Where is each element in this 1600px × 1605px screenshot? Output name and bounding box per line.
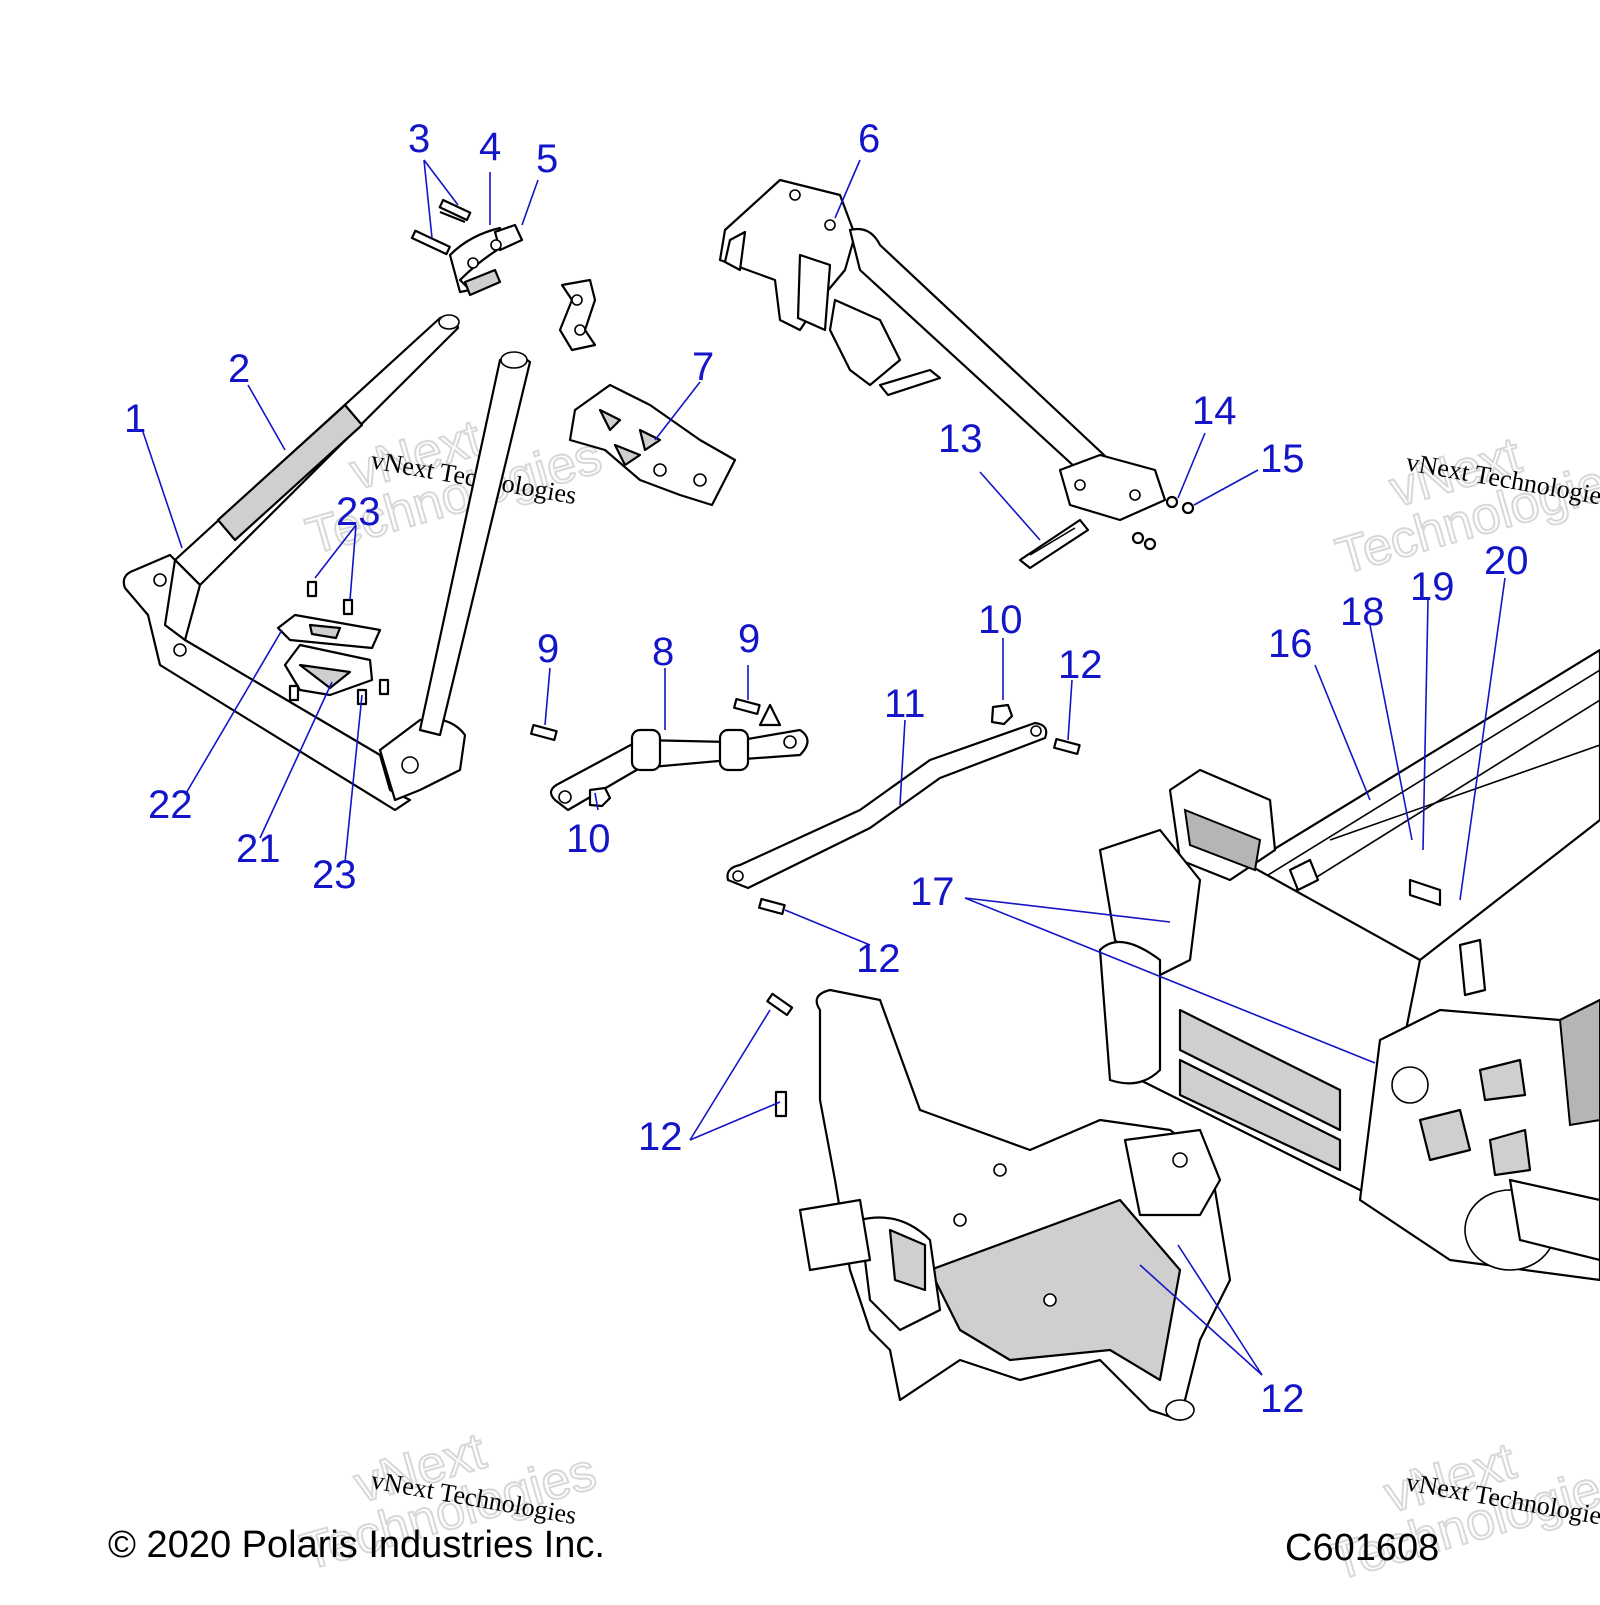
callout-18: 18: [1340, 590, 1385, 634]
callout-6: 6: [858, 117, 880, 161]
callout-10: 10: [978, 598, 1023, 642]
callout-4: 4: [479, 125, 501, 169]
callout-9: 9: [537, 627, 559, 671]
callout-21: 21: [236, 827, 281, 871]
callout-3: 3: [408, 117, 430, 161]
copyright-text: © 2020 Polaris Industries Inc.: [108, 1524, 605, 1566]
callout-11: 11: [884, 682, 926, 726]
callouts: 1 2 3 4 5 6 7 8 9 9 10 10 11 12 12 12 12…: [124, 117, 1529, 1421]
part-8-strut: [549, 703, 809, 812]
callout-12: 12: [856, 937, 901, 981]
callout-22: 22: [148, 783, 193, 827]
parts-10-nuts: [588, 703, 1014, 808]
parts-21-22-23: [276, 580, 390, 706]
callout-7: 7: [692, 345, 714, 389]
callout-19: 19: [1410, 565, 1455, 609]
parts-3-4-5-clamp: [410, 198, 597, 352]
leader-lines: [142, 159, 1506, 1376]
callout-10: 10: [566, 817, 611, 861]
callout-1: 1: [124, 397, 146, 441]
part-6-cross-tube: [718, 178, 1167, 522]
part-7-bracket: [568, 383, 737, 507]
part-13-plate: [1018, 518, 1090, 570]
callout-12: 12: [1058, 643, 1103, 687]
callout-5: 5: [536, 137, 558, 181]
callout-9: 9: [738, 617, 760, 661]
part-1-frame: [122, 553, 467, 812]
callout-14: 14: [1192, 389, 1237, 433]
parts-14-15-nuts: [1131, 495, 1195, 551]
callout-23: 23: [312, 853, 357, 897]
callout-2: 2: [228, 347, 250, 391]
parts-9-bolts: [530, 697, 761, 742]
callout-20: 20: [1484, 539, 1529, 583]
main-chassis: [798, 648, 1600, 1422]
callout-15: 15: [1260, 437, 1305, 481]
long-strut: [418, 351, 532, 737]
part-art: [122, 178, 1600, 1422]
diagram-id: C601608: [1285, 1527, 1439, 1569]
part-2-tube: [173, 314, 460, 587]
callout-8: 8: [652, 630, 674, 674]
callout-12: 12: [638, 1115, 683, 1159]
callout-17: 17: [910, 870, 955, 914]
callout-16: 16: [1268, 622, 1313, 666]
callout-12: 12: [1260, 1377, 1305, 1421]
callout-13: 13: [938, 417, 983, 461]
part-11-link: [726, 721, 1048, 890]
callout-23: 23: [336, 490, 381, 534]
